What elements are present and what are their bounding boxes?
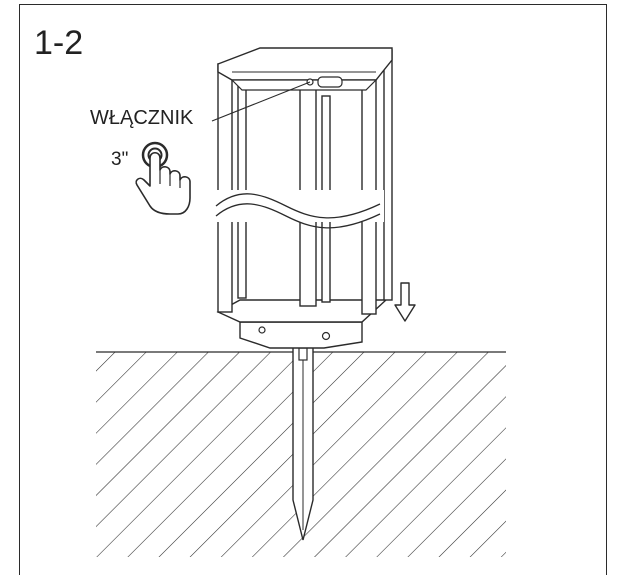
lamp-base — [216, 299, 388, 349]
hold-duration-label: 3" — [111, 149, 129, 170]
break-line — [214, 190, 384, 229]
switch-label: WŁĄCZNIK — [90, 107, 194, 129]
lamp-top — [217, 47, 393, 91]
switch-leader-line — [211, 81, 311, 122]
step-number: 1-2 — [34, 24, 84, 62]
ground-spike — [292, 342, 314, 541]
insert-down-arrow-icon — [394, 282, 416, 322]
hand-press-icon — [135, 151, 191, 215]
